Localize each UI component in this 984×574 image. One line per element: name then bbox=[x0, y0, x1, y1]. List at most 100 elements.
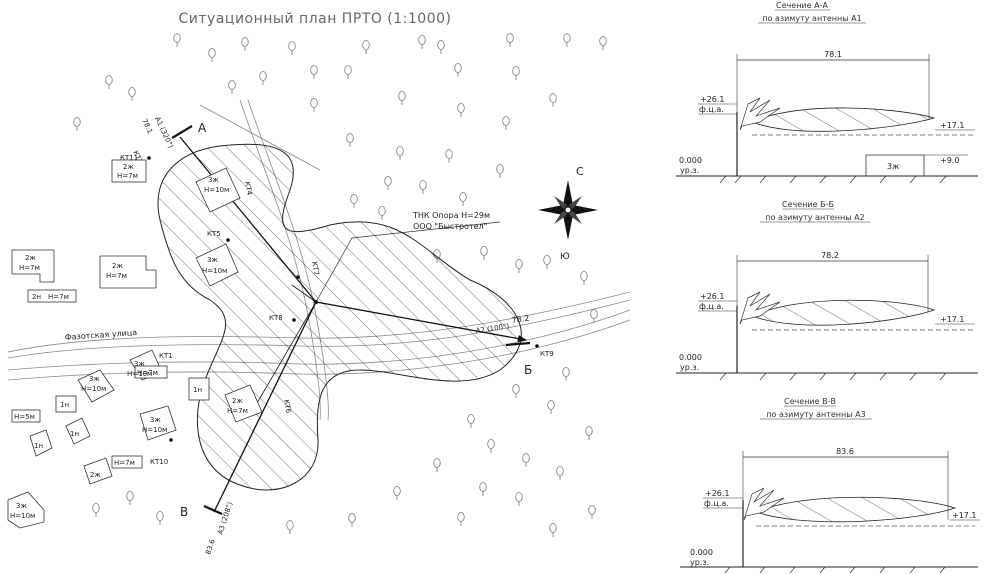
section-vv-ground-mark: 0.000 bbox=[690, 548, 713, 557]
kt5-label: КТ5 bbox=[207, 230, 221, 238]
section-aa-beam bbox=[750, 107, 936, 132]
section-aa-top-mark: +26.1 bbox=[700, 95, 725, 104]
building-b8-label: 3ж bbox=[134, 360, 145, 368]
building bbox=[134, 365, 168, 379]
building bbox=[188, 377, 210, 401]
tree-icon bbox=[457, 512, 465, 527]
tree-icon bbox=[562, 367, 570, 382]
tree-icon bbox=[348, 513, 356, 528]
building bbox=[83, 457, 113, 485]
building bbox=[65, 417, 91, 445]
tower-label: ТНК Опора Н=29м bbox=[412, 211, 490, 220]
building-b15-label: Н=7м bbox=[114, 459, 135, 467]
building-b8-height: Н=10м bbox=[127, 370, 152, 378]
section-aa-subtitle: по азимуту антенны А1 bbox=[762, 14, 861, 23]
section-bb-center-label: ф.ц.а. bbox=[699, 302, 724, 311]
tree-icon bbox=[454, 63, 462, 78]
tree-icon bbox=[241, 37, 249, 52]
building-b12-label: 1н bbox=[70, 430, 79, 438]
tree-icon bbox=[105, 75, 113, 90]
plan-title: Ситуационный план ПРТО (1:1000) bbox=[179, 11, 452, 27]
tree-icon bbox=[502, 116, 510, 131]
section-aa-building-label: 3ж bbox=[887, 162, 899, 171]
tree-icon bbox=[418, 35, 426, 50]
building-b6-height: Н=7м bbox=[48, 293, 69, 301]
section-bb-right-mark: +17.1 bbox=[940, 315, 965, 324]
building-b10-label: Н=5м bbox=[14, 413, 35, 421]
tree-icon bbox=[433, 458, 441, 473]
kt7-label: КТ7 bbox=[310, 261, 320, 276]
section-mark-b: Б bbox=[524, 363, 532, 377]
building-b7-label: 3ж bbox=[89, 375, 100, 383]
section-marks bbox=[171, 125, 531, 516]
building-b2-label: 3ж bbox=[207, 256, 218, 264]
kt9-label: КТ9 bbox=[540, 350, 554, 358]
kt11-label: КТ11 bbox=[120, 154, 138, 162]
kt10-label: КТ10 bbox=[150, 458, 168, 466]
section-vv-title: Сечение В-В bbox=[784, 397, 836, 406]
tree-icon bbox=[556, 466, 564, 481]
tree-icon bbox=[259, 71, 267, 86]
tree-icon bbox=[398, 91, 406, 106]
tree-icon bbox=[346, 133, 354, 148]
antenna-icon bbox=[739, 97, 781, 131]
section-vv-top-mark: +26.1 bbox=[705, 489, 730, 498]
building-b17-height: Н=7м bbox=[227, 407, 248, 415]
antenna-axes bbox=[179, 136, 527, 513]
tree-icon bbox=[437, 40, 445, 55]
antenna-a1-label: А1 (320°) bbox=[153, 115, 175, 149]
building-b1-height: Н=10м bbox=[204, 186, 229, 194]
tree-icon bbox=[362, 40, 370, 55]
compass-rose-icon bbox=[538, 180, 598, 240]
tree-icon bbox=[512, 66, 520, 81]
tower-point bbox=[314, 300, 318, 304]
building bbox=[111, 159, 147, 183]
section-vv-ground-label: ур.з. bbox=[690, 558, 709, 567]
tree-icon bbox=[515, 492, 523, 507]
section-aa-ground-mark: 0.000 bbox=[679, 156, 702, 165]
tree-icon bbox=[126, 491, 134, 506]
building-b11-label: 1н bbox=[34, 442, 43, 450]
compass-north: С bbox=[576, 165, 584, 178]
company-label: ООО "Быстротел" bbox=[413, 222, 487, 231]
section-bb-ground-label: ур.з. bbox=[680, 363, 699, 372]
tree-icon bbox=[512, 384, 520, 399]
tree-icon bbox=[515, 259, 523, 274]
tree-icon bbox=[208, 48, 216, 63]
building-b2-height: Н=10м bbox=[202, 267, 227, 275]
building bbox=[11, 249, 55, 283]
section-aa-center-label: ф.ц.а. bbox=[699, 105, 724, 114]
axis-a2 bbox=[315, 301, 527, 343]
tree-icon bbox=[480, 246, 488, 261]
antenna-a3-distance: 83.6 bbox=[204, 538, 217, 556]
tree-icon bbox=[396, 146, 404, 161]
kt8-label: КТ8 bbox=[269, 314, 283, 322]
section-aa-title: Сечение А-А bbox=[776, 1, 828, 10]
tree-icon bbox=[506, 33, 514, 48]
building-b5-height: Н=7м bbox=[106, 272, 127, 280]
tree-icon bbox=[590, 309, 598, 324]
tree-icon bbox=[459, 192, 467, 207]
tree-icon bbox=[549, 93, 557, 108]
kt4-label: КТ4 bbox=[243, 181, 253, 196]
section-aa: Сечение А-А по азимуту антенны А1 78.1 +… bbox=[676, 1, 978, 184]
section-vv-distance: 83.6 bbox=[836, 447, 854, 456]
kt6-label: КТ6 bbox=[282, 399, 292, 414]
tree-icon bbox=[496, 164, 504, 179]
section-bb-top-mark: +26.1 bbox=[700, 292, 725, 301]
tree-icon bbox=[350, 194, 358, 209]
tree-icon bbox=[128, 87, 136, 102]
building-b9-label: 1н bbox=[60, 401, 69, 409]
tree-icon bbox=[445, 149, 453, 164]
tree-icon bbox=[156, 511, 164, 526]
building bbox=[139, 405, 177, 441]
building bbox=[195, 243, 239, 287]
section-bb: Сечение Б-Б по азимуту антенны А2 78.2 +… bbox=[676, 200, 978, 381]
building-b6-label: 2н bbox=[32, 293, 41, 301]
tree-icon bbox=[384, 176, 392, 191]
building-b13-label: 3ж bbox=[150, 416, 161, 424]
section-vv-center-label: ф.ц.а. bbox=[704, 499, 729, 508]
building-b17-label: 2ж bbox=[232, 397, 243, 405]
tree-icon bbox=[585, 426, 593, 441]
building bbox=[27, 289, 77, 303]
